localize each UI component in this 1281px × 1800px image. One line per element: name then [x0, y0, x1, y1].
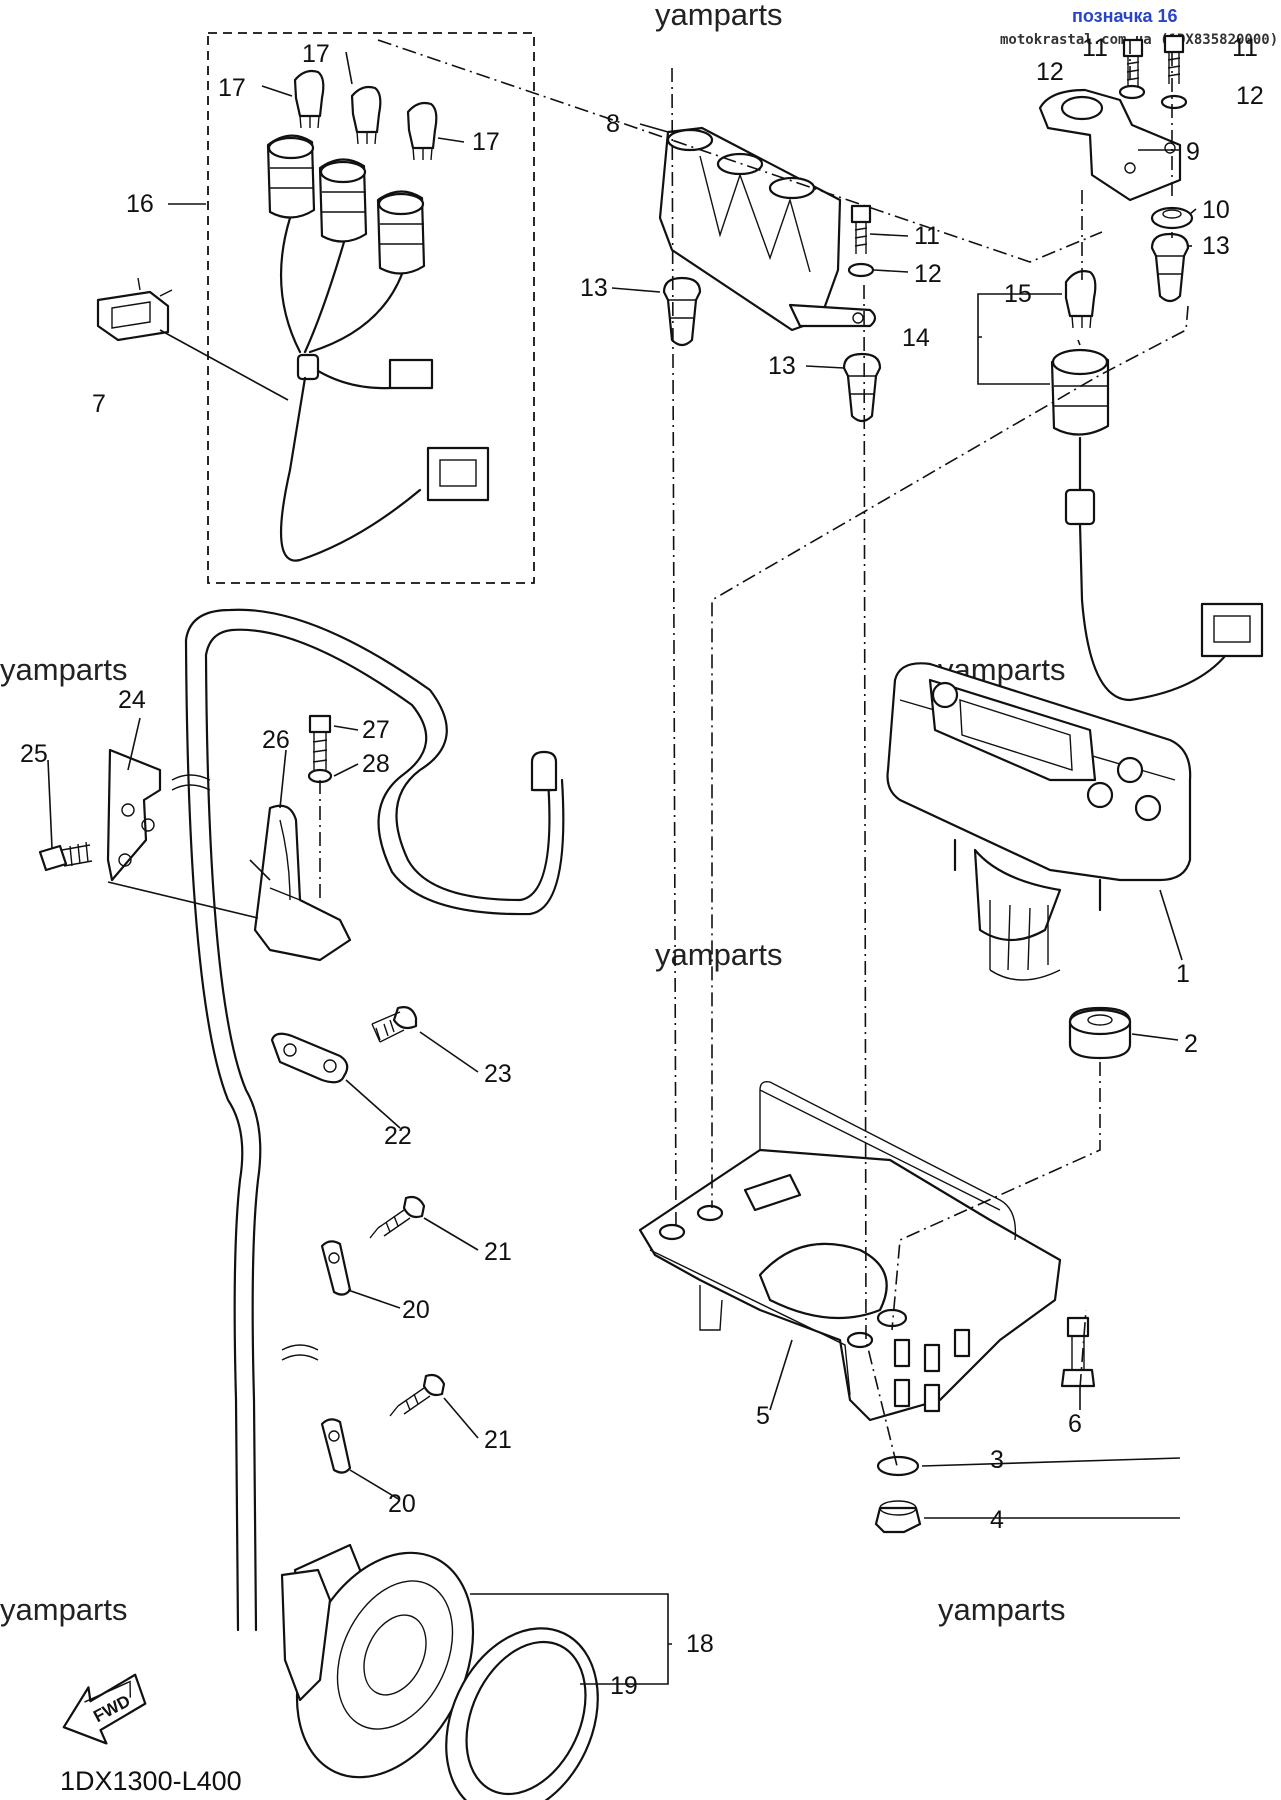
- screw-27: [308, 714, 332, 770]
- watermark-center: yamparts: [655, 937, 782, 972]
- watermark-left-bottom: yamparts: [0, 1592, 127, 1627]
- callout-4: 4: [990, 1506, 1004, 1534]
- callout-11-b: 11: [1232, 34, 1258, 62]
- seal-19: [445, 1627, 599, 1800]
- meter-assembly-1: [886, 662, 1192, 981]
- clip-20-a: [320, 1240, 352, 1296]
- callout-13-b: 13: [768, 352, 796, 380]
- bulb-17-a: [293, 69, 325, 129]
- washer-3: [876, 1455, 920, 1477]
- callout-17-a: 17: [302, 40, 330, 68]
- callout-25: 25: [20, 740, 48, 768]
- grommet-13-a: [662, 276, 702, 347]
- subassembly-frame: [207, 32, 535, 584]
- nut-4: [874, 1500, 922, 1534]
- cable-guide-26: [253, 804, 352, 962]
- grommet-13-c: [1150, 232, 1190, 303]
- callout-21-a: 21: [484, 1238, 512, 1266]
- callout-20-a: 20: [402, 1296, 430, 1324]
- callout-13-c: 13: [1202, 232, 1230, 260]
- bolt-23: [371, 1006, 418, 1043]
- assembly-guide-lines: [319, 39, 1189, 1471]
- washer-12-b: [1160, 94, 1188, 110]
- wire-clip-7: [96, 277, 289, 401]
- callout-16: 16: [126, 190, 154, 218]
- clip-20-b: [320, 1418, 352, 1474]
- callout-15: 15: [1004, 280, 1032, 308]
- indicator-bracket-9: [1038, 88, 1182, 202]
- callout-12-b: 12: [1236, 82, 1264, 110]
- bolt-25: [38, 841, 93, 872]
- bulb-15: [1064, 270, 1097, 329]
- grommet-13-b: [842, 352, 882, 423]
- callout-18: 18: [686, 1630, 714, 1658]
- callout-2: 2: [1184, 1030, 1198, 1058]
- damper-2: [1068, 1006, 1132, 1060]
- callout-17-c: 17: [472, 128, 500, 156]
- callout-26: 26: [262, 726, 290, 754]
- callout-11-a: 11: [1082, 34, 1108, 62]
- grommet-10: [1150, 206, 1194, 230]
- watermark-right-bottom: yamparts: [938, 1592, 1065, 1627]
- fwd-arrow-icon: FWD: [62, 1673, 147, 1745]
- speedometer-cable: [171, 608, 565, 1632]
- header-tag: позначка 16: [1072, 6, 1178, 26]
- screw-21-b: [389, 1373, 446, 1417]
- callout-1: 1: [1176, 960, 1190, 988]
- callout-leaders: [47, 51, 1197, 1685]
- indicator-bracket-8: [658, 126, 877, 332]
- callout-19: 19: [610, 1672, 638, 1700]
- plate-24: [106, 748, 162, 882]
- watermark-top: yamparts: [655, 0, 782, 32]
- watermark-left-mid: yamparts: [0, 652, 127, 687]
- callout-17-b: 17: [218, 74, 246, 102]
- callout-12-c: 12: [914, 260, 942, 288]
- meter-stay-5: [638, 1080, 1062, 1422]
- speedometer-gear-18: [280, 1543, 475, 1779]
- callout-23: 23: [484, 1060, 512, 1088]
- callout-9: 9: [1186, 138, 1200, 166]
- callout-27: 27: [362, 716, 390, 744]
- callout-10: 10: [1202, 196, 1230, 224]
- bolt-6: [1060, 1316, 1096, 1388]
- callout-13-a: 13: [580, 274, 608, 302]
- callout-labels: 17 17 17 16 7 8 11 11 12 12 9 10 13 11 1…: [20, 34, 1264, 1700]
- indicator-socket-harness: [266, 134, 490, 562]
- callout-28: 28: [362, 750, 390, 778]
- callout-14: 14: [902, 324, 930, 352]
- screw-11-c: [850, 204, 872, 254]
- washer-12-c: [847, 262, 875, 278]
- callout-12-a: 12: [1036, 58, 1064, 86]
- callout-21-b: 21: [484, 1426, 512, 1454]
- bulb-17-c: [406, 101, 438, 161]
- callout-22: 22: [384, 1122, 412, 1150]
- washer-12-a: [1118, 84, 1146, 100]
- screw-11-b: [1163, 34, 1185, 84]
- callout-5: 5: [756, 1402, 770, 1430]
- callout-7: 7: [92, 390, 106, 418]
- bulb-17-b: [350, 85, 382, 145]
- callout-3: 3: [990, 1446, 1004, 1474]
- callout-11-c: 11: [914, 222, 940, 250]
- callout-6: 6: [1068, 1410, 1082, 1438]
- socket-14: [1050, 348, 1264, 702]
- clamp-22: [270, 1032, 349, 1084]
- callout-24: 24: [118, 686, 146, 714]
- callout-20-b: 20: [388, 1490, 416, 1518]
- screw-21-a: [369, 1195, 426, 1239]
- screw-11-a: [1122, 38, 1144, 88]
- diagram-code: 1DX1300-L400: [60, 1766, 242, 1796]
- callout-8: 8: [606, 110, 620, 138]
